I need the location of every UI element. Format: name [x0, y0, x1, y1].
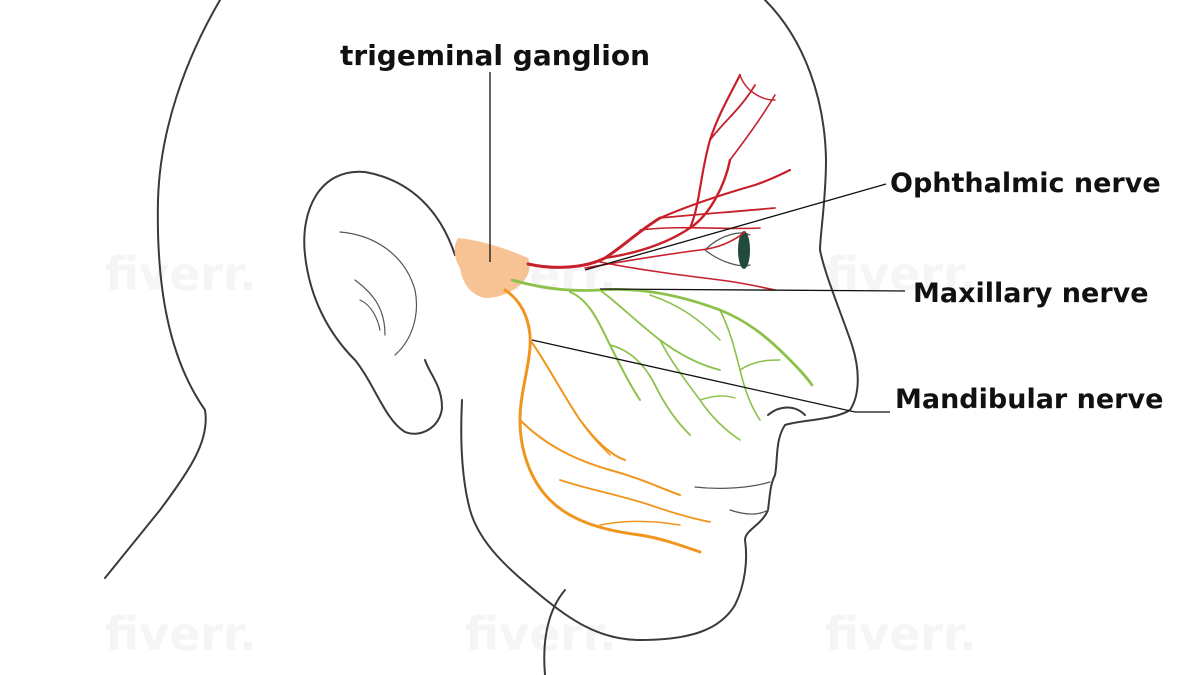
eye-iris-icon [738, 231, 750, 269]
mandibular-leader-line [531, 339, 890, 413]
trigeminal-ganglion-label: trigeminal ganglion [340, 39, 651, 72]
chin-crease [729, 509, 769, 515]
nostril [767, 406, 806, 416]
maxillary-nerve-label: Maxillary nerve [913, 278, 1149, 309]
ear-inner-curve [354, 279, 386, 336]
maxillary-nerve [510, 278, 814, 441]
face-profile-outline [460, 0, 859, 641]
maxillary-leader-line [599, 288, 906, 292]
ophthalmic-nerve [526, 73, 792, 291]
ear-inner-curve [359, 299, 381, 331]
watermark-group: fiverr. fiverr. fiverr. fiverr. fiverr. … [105, 247, 977, 661]
ophthalmic-nerve-label: Ophthalmic nerve [890, 168, 1161, 199]
watermark: fiverr. [825, 607, 977, 661]
neck-outline [543, 589, 566, 675]
head-outline [104, 0, 221, 579]
watermark: fiverr. [465, 607, 617, 661]
mandibular-nerve [503, 288, 711, 554]
mandibular-nerve-label: Mandibular nerve [895, 384, 1164, 415]
ear-inner-curve [339, 231, 418, 356]
trigeminal-ganglion-shape [454, 238, 530, 298]
watermark: fiverr. [105, 607, 257, 661]
ophthalmic-leader-line [584, 183, 887, 271]
mouth-line [694, 481, 771, 489]
watermark: fiverr. [105, 247, 257, 301]
ear-outline [303, 170, 456, 435]
